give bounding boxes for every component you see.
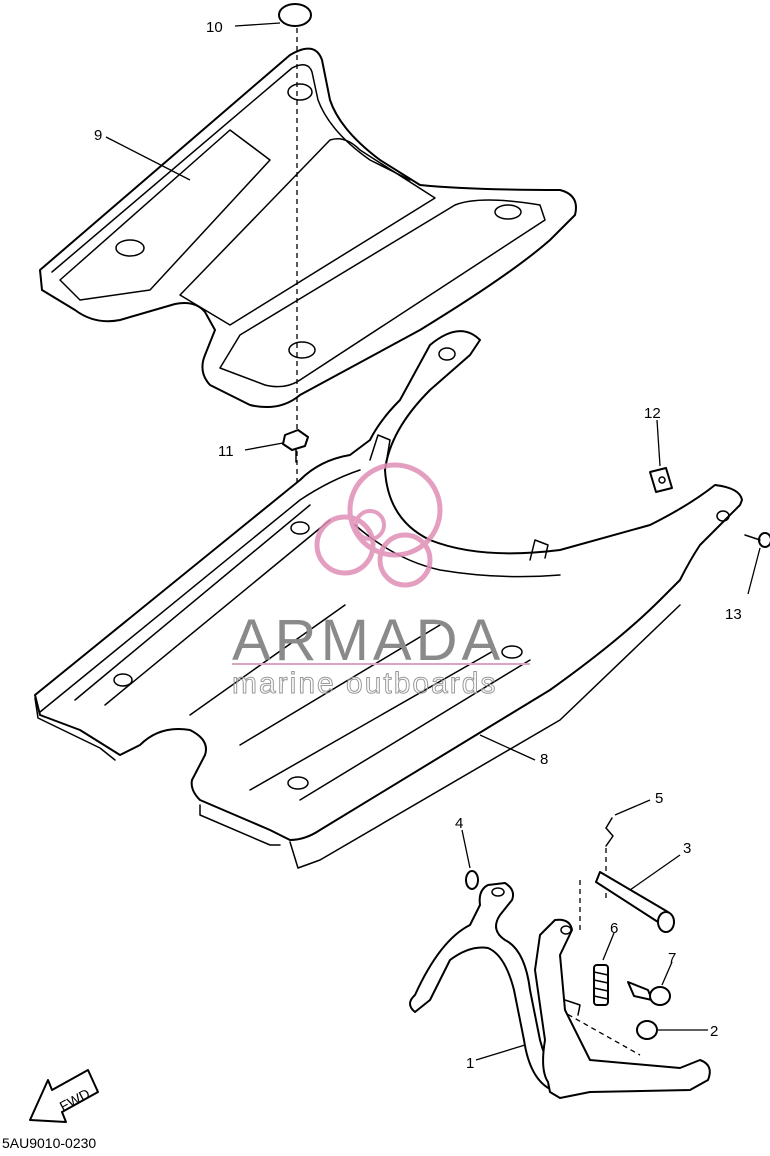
part-cotter-pin xyxy=(605,817,614,847)
callout-8: 8 xyxy=(540,751,548,768)
watermark: ARMADA marine outboards xyxy=(232,462,530,701)
part-nut-clip xyxy=(649,467,673,493)
part-bolt xyxy=(282,429,309,463)
part-main-stand xyxy=(409,882,711,1099)
callout-3: 3 xyxy=(683,840,691,857)
callout-11: 11 xyxy=(218,443,234,460)
callout-4: 4 xyxy=(455,815,463,832)
part-stopper-rubber xyxy=(636,1020,658,1040)
callout-9: 9 xyxy=(94,127,102,144)
callout-7: 7 xyxy=(668,950,676,967)
callout-6: 6 xyxy=(610,920,618,937)
callout-13: 13 xyxy=(725,606,742,623)
watermark-logo xyxy=(314,462,443,588)
drawing-code: 5AU9010-0230 xyxy=(2,1135,96,1151)
callout-12: 12 xyxy=(644,405,661,422)
watermark-title: ARMADA xyxy=(232,608,504,673)
part-floor-mat xyxy=(39,47,577,408)
callout-labels: 1 2 3 4 5 6 7 8 9 10 11 12 13 xyxy=(94,19,742,1072)
part-cap xyxy=(278,3,312,27)
callout-5: 5 xyxy=(655,790,663,807)
leader-lines xyxy=(105,22,761,1061)
fwd-direction-arrow: FWD xyxy=(29,1069,99,1123)
callout-2: 2 xyxy=(710,1023,718,1040)
part-screw xyxy=(744,532,770,548)
callout-1: 1 xyxy=(466,1055,474,1072)
part-washer xyxy=(465,870,479,890)
part-spring xyxy=(593,964,609,1006)
part-footrest-board xyxy=(34,330,743,869)
part-stopper-bolt xyxy=(627,981,671,1006)
callout-10: 10 xyxy=(206,19,223,36)
part-pivot-shaft xyxy=(595,871,675,933)
watermark-subtitle: marine outboards xyxy=(232,667,497,700)
